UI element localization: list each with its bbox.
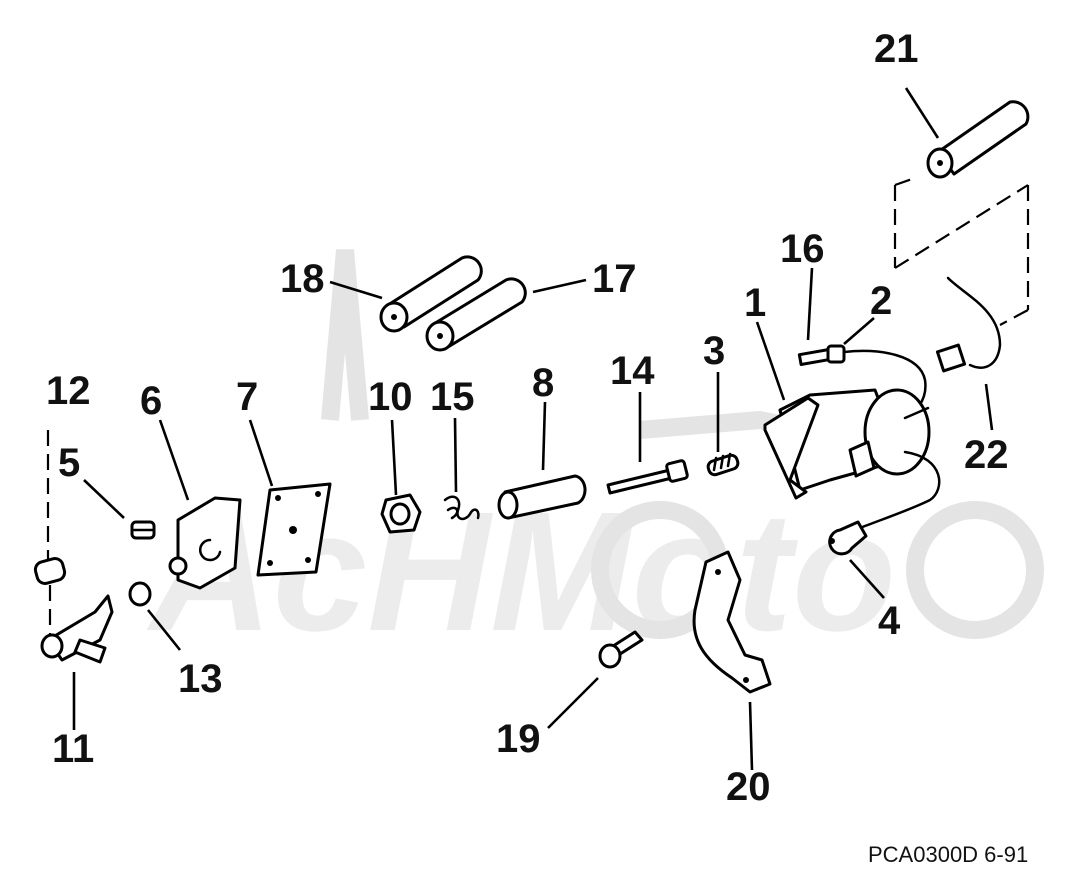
cap-12 — [33, 557, 67, 585]
sleeve-8 — [497, 474, 587, 520]
callout-17: 17 — [592, 257, 637, 301]
wire-clip-22 — [935, 276, 1002, 373]
callout-7: 7 — [236, 375, 258, 419]
callout-10: 10 — [368, 375, 413, 419]
spring-15 — [443, 495, 480, 521]
callout-16: 16 — [780, 227, 825, 271]
fitting-11 — [40, 594, 114, 664]
tube-21 — [926, 100, 1030, 179]
callout-22: 22 — [964, 433, 1009, 477]
callout-21: 21 — [874, 27, 919, 71]
callout-labels: 21 18 17 16 2 1 3 14 8 15 10 7 6 12 5 13… — [46, 27, 1009, 809]
callout-1: 1 — [744, 281, 766, 325]
washer-13 — [128, 581, 152, 607]
plunger-14 — [606, 459, 689, 495]
callout-11: 11 — [52, 727, 94, 771]
guide-line-12-11 — [46, 430, 52, 635]
nut-10 — [380, 493, 422, 534]
callout-13: 13 — [178, 657, 223, 701]
spring-3 — [706, 452, 740, 477]
bolt-19 — [598, 630, 644, 669]
callout-19: 19 — [496, 717, 541, 761]
screw-5 — [130, 520, 156, 540]
callout-8: 8 — [532, 361, 554, 405]
callout-5: 5 — [58, 441, 80, 485]
callout-18: 18 — [280, 257, 325, 301]
diagram-code: PCA0300D 6-91 — [868, 842, 1028, 867]
callout-12: 12 — [46, 369, 91, 413]
dashed-enclosure — [893, 176, 1030, 326]
leader-lines — [72, 87, 994, 771]
callout-15: 15 — [430, 375, 475, 419]
callout-20: 20 — [726, 765, 771, 809]
bracket-20 — [692, 550, 772, 694]
valve-plate-6 — [168, 496, 242, 590]
callout-4: 4 — [878, 599, 901, 643]
callout-3: 3 — [703, 329, 725, 373]
ground-wire-4 — [828, 450, 941, 556]
gasket-7 — [256, 482, 332, 577]
callout-6: 6 — [140, 379, 162, 423]
tube-17 — [425, 277, 527, 352]
tube-18 — [379, 255, 483, 333]
callout-2: 2 — [870, 279, 892, 323]
callout-14: 14 — [610, 349, 655, 393]
